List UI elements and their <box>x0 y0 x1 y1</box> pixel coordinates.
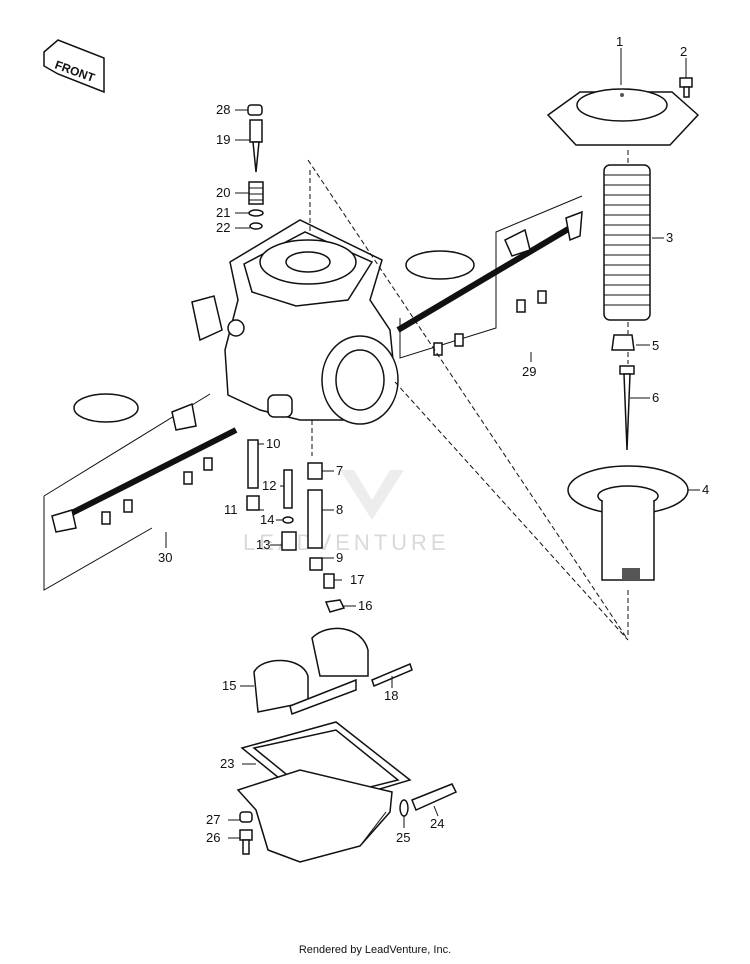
part-20-spring <box>248 181 264 205</box>
callout-7: 7 <box>336 463 343 478</box>
front-arrow-icon: FRONT <box>43 39 105 94</box>
callout-16: 16 <box>358 598 372 613</box>
part-11-jet <box>246 495 260 511</box>
callout-26: 26 <box>206 830 220 845</box>
part-8-needle-jet <box>307 489 323 549</box>
callout-20: 20 <box>216 185 230 200</box>
part-6-needle <box>619 365 635 451</box>
part-24-drain-screw <box>411 783 458 812</box>
footer-credit: Rendered by LeadVenture, Inc. <box>298 944 452 956</box>
watermark-text: LEADVENTURE <box>243 530 450 555</box>
callout-21: 21 <box>216 205 230 220</box>
callout-9: 9 <box>336 550 343 565</box>
callout-8: 8 <box>336 502 343 517</box>
callout-29: 29 <box>522 364 536 379</box>
float-bowl <box>236 769 393 863</box>
part-25-washer <box>399 799 409 817</box>
part-30-group <box>43 393 238 591</box>
part-15-float <box>253 627 369 715</box>
part-26-screw <box>239 829 253 855</box>
part-2-screw <box>679 77 693 98</box>
callout-12: 12 <box>262 478 276 493</box>
callout-22: 22 <box>216 220 230 235</box>
callout-14: 14 <box>260 512 274 527</box>
part-7-jet <box>307 462 323 480</box>
part-28-cap <box>247 104 263 116</box>
part-14-o-ring <box>282 516 294 524</box>
callout-23: 23 <box>220 756 234 771</box>
part-21-washer <box>248 209 264 217</box>
callout-5: 5 <box>652 338 659 353</box>
callout-4: 4 <box>702 482 709 497</box>
part-22-o-ring <box>249 222 263 230</box>
callout-28: 28 <box>216 102 230 117</box>
part-27-cap <box>239 811 253 823</box>
watermark-logo-icon <box>340 470 404 520</box>
part-18-pin <box>371 662 413 688</box>
part-9-jet <box>309 557 323 571</box>
part-1-top-cover <box>546 88 700 146</box>
part-3-spring <box>603 164 651 321</box>
callout-3: 3 <box>666 230 673 245</box>
callout-18: 18 <box>384 688 398 703</box>
part-19-pilot-screw <box>249 119 263 173</box>
callout-6: 6 <box>652 390 659 405</box>
callout-10: 10 <box>266 436 280 451</box>
callout-17: 17 <box>350 572 364 587</box>
callout-13: 13 <box>256 537 270 552</box>
callout-1: 1 <box>616 34 623 49</box>
callout-11: 11 <box>224 502 238 517</box>
part-4-piston <box>567 465 689 581</box>
part-5-holder <box>611 334 635 351</box>
callout-24: 24 <box>430 816 444 831</box>
carburetor-body <box>191 219 399 425</box>
callout-19: 19 <box>216 132 230 147</box>
part-29-group <box>396 195 583 359</box>
callout-27: 27 <box>206 812 220 827</box>
callout-25: 25 <box>396 830 410 845</box>
callout-30: 30 <box>158 550 172 565</box>
callout-2: 2 <box>680 44 687 59</box>
callout-15: 15 <box>222 678 236 693</box>
part-10-tube <box>247 439 259 489</box>
part-12-jet <box>283 469 293 509</box>
part-17-float-valve <box>323 573 335 589</box>
part-16-clip <box>324 599 346 613</box>
part-13-jet <box>281 531 297 551</box>
